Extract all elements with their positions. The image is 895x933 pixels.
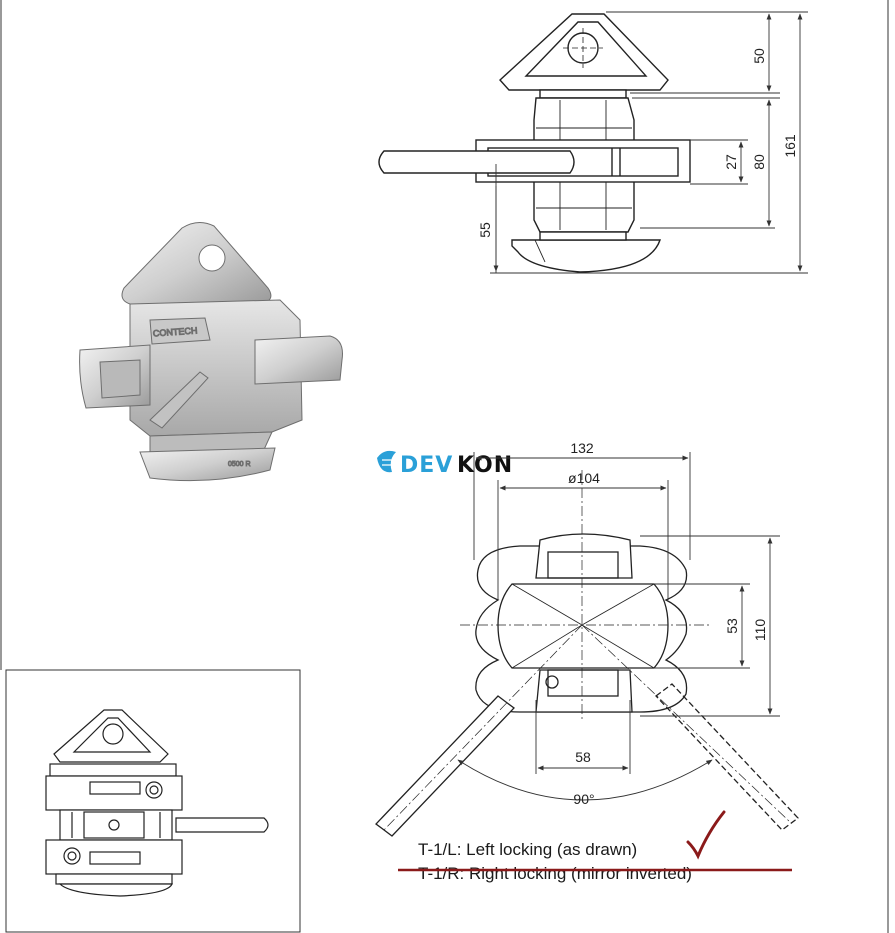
front-view-drawing	[45, 709, 269, 897]
dim-lower-height: 55	[477, 222, 493, 238]
dim-bottom-width: 58	[575, 749, 591, 765]
side-view-dimensions	[490, 11, 808, 274]
side-view-drawing	[378, 13, 691, 273]
dim-angle: 90°	[573, 791, 594, 807]
dim-overall-width: 132	[570, 440, 594, 456]
devkon-logo: DEV KON	[377, 450, 513, 478]
dim-overall-height: 110	[752, 619, 768, 642]
twistlock-3d-render: CONTECH 0500 R	[79, 222, 343, 482]
dim-head-height: 50	[751, 48, 767, 64]
dim-diameter: ø104	[568, 470, 600, 486]
logo-text-kon: KON	[457, 453, 513, 478]
note-right-locking: T-1/R: Right locking (mirror inverted)	[418, 864, 692, 883]
dim-body-height: 80	[751, 154, 767, 170]
checkmark-annotation	[686, 810, 726, 860]
render-code-mark: 0500 R	[228, 461, 251, 468]
top-view-dimensions	[457, 452, 780, 801]
dim-inner-height: 53	[724, 618, 740, 634]
note-left-locking: T-1/L: Left locking (as drawn)	[418, 840, 637, 859]
dim-slot-height: 27	[723, 154, 739, 170]
dim-total-height: 161	[782, 134, 798, 158]
render-brand-mark: CONTECH	[153, 325, 198, 338]
logo-text-dev: DEV	[400, 453, 453, 478]
top-view-drawing	[375, 470, 799, 837]
